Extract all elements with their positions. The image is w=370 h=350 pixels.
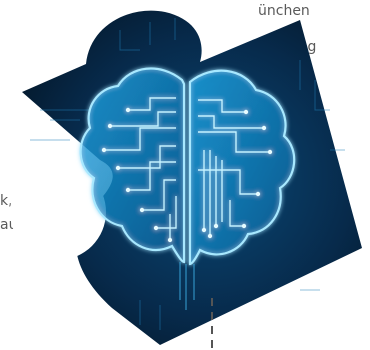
brain-graphic bbox=[79, 67, 296, 266]
dashed-divider-line bbox=[211, 298, 213, 350]
text-fragment-muenchen: ünchen bbox=[258, 3, 310, 19]
brain-stem-lines bbox=[179, 262, 195, 310]
puzzle-socket bbox=[10, 164, 106, 260]
background-circuit-lines bbox=[30, 18, 345, 330]
text-fragment-k: k, bbox=[0, 193, 13, 209]
